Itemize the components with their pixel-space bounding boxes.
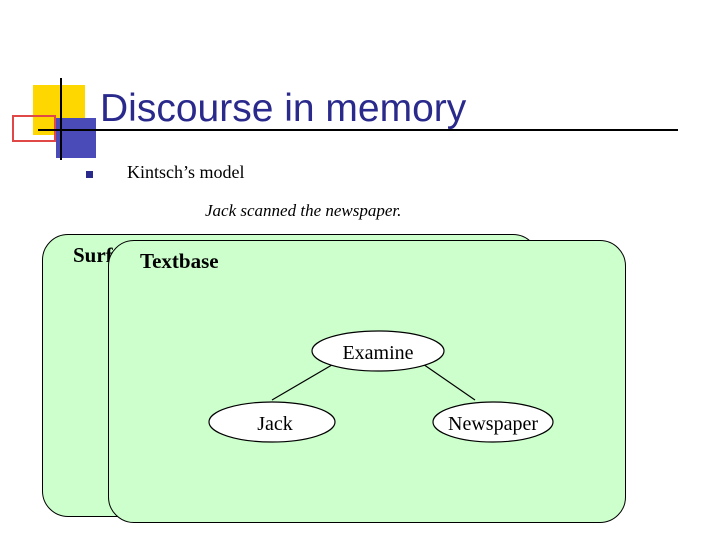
node-jack-label: Jack — [257, 413, 293, 435]
node-newspaper-label: Newspaper — [448, 413, 538, 435]
slide-title: Discourse in memory — [100, 87, 467, 130]
title-underline — [38, 129, 678, 131]
node-newspaper — [432, 401, 554, 443]
bullet-square-icon — [86, 171, 93, 178]
logo-red-square — [12, 115, 56, 142]
edge-examine-jack — [271, 361, 338, 401]
node-examine-label: Examine — [342, 342, 413, 364]
node-jack — [208, 401, 336, 443]
textbase-box-label: Textbase — [140, 249, 219, 273]
node-examine — [311, 330, 445, 372]
bullet-kintsch-model: Kintsch’s model — [127, 162, 245, 182]
textbase-box — [108, 240, 626, 523]
logo-vertical-line — [60, 78, 62, 160]
surface-box-label: Surf — [73, 243, 113, 267]
logo-blue-square — [56, 118, 96, 158]
example-sentence: Jack scanned the newspaper. — [205, 201, 402, 220]
edge-examine-newspaper — [419, 361, 476, 401]
